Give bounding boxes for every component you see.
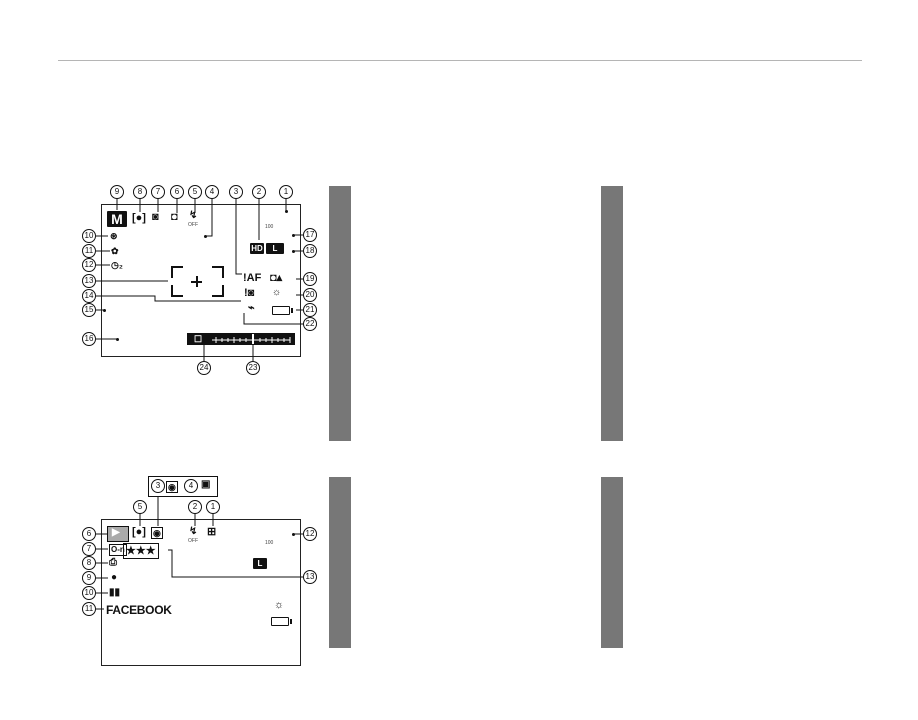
playback-mode-icon	[107, 526, 129, 542]
red-eye-icon: ◉	[166, 481, 178, 493]
flash-off-label: OFF	[188, 222, 198, 228]
exposures-remaining-dot	[285, 210, 288, 213]
shooting-callout-22: 22	[303, 317, 317, 331]
film-simulation-icon: ◘▴	[270, 272, 283, 284]
playback-wb-icon: ☼	[274, 599, 285, 611]
focus-cross-v	[196, 276, 198, 287]
focus-corner-bl	[171, 285, 183, 297]
playback-frame-dot	[292, 533, 295, 536]
shooting-callout-20: 20	[303, 288, 317, 302]
camera-shake-warning-icon: !◙	[244, 287, 255, 299]
shooting-callout-9: 9	[110, 185, 124, 199]
playback-flash-icon: ↯	[189, 526, 198, 537]
af-mode-icon: ◙	[152, 211, 159, 223]
shooting-callout-15: 15	[82, 303, 96, 317]
timer-2s-icon: ◷₂	[111, 260, 123, 270]
exposure-compensation-icon: ☐	[194, 334, 203, 344]
playback-text-bar-1	[329, 477, 351, 648]
gift-box-icon: ▣	[201, 479, 211, 490]
af-warning-icon: !AF	[243, 272, 262, 284]
playback-callout-13: 13	[303, 570, 317, 584]
focus-corner-tr	[212, 266, 224, 278]
self-timer-icon: ⊛	[110, 231, 118, 241]
exposure-compensation-bar	[187, 333, 295, 345]
photobook-icon: ▮▮	[109, 587, 121, 598]
image-size-icon: L	[266, 243, 284, 254]
voice-memo-icon: ●	[111, 572, 118, 583]
focus-corner-tl	[171, 266, 183, 278]
shooting-callout-10: 10	[82, 229, 96, 243]
focus-corner-br	[212, 285, 224, 297]
frame-indicator-dot	[204, 235, 207, 238]
hd-icon: HD	[250, 243, 264, 254]
playback-callout-9: 9	[82, 571, 96, 585]
continuous-shooting-icon: ◘	[171, 211, 178, 223]
playback-gift-icon: ⊞	[207, 526, 217, 538]
playback-size-icon: L	[253, 558, 267, 569]
shooting-mode-icon: M	[107, 211, 127, 227]
shooting-callout-6: 6	[170, 185, 184, 199]
shooting-callout-3: 3	[229, 185, 243, 199]
exposure-scale	[212, 334, 291, 344]
shooting-callout-16: 16	[82, 332, 96, 346]
rating-stars: ★★★	[123, 543, 159, 559]
playback-text-bar-2	[601, 477, 623, 648]
white-balance-icon: ☼	[272, 287, 282, 298]
shooting-callout-2: 2	[252, 185, 266, 199]
shooting-text-bar-1	[329, 186, 351, 441]
dynamic-range-dot	[292, 250, 295, 253]
playback-callout-11: 11	[82, 602, 96, 616]
shooting-callout-8: 8	[133, 185, 147, 199]
shooting-callout-13: 13	[82, 274, 96, 288]
play-triangle-icon: ▶	[112, 527, 120, 538]
battery-icon	[272, 306, 293, 315]
shooting-callout-19: 19	[303, 272, 317, 286]
macro-icon: ✿	[111, 246, 119, 256]
date-stamp-dot	[103, 309, 106, 312]
print-order-icon: ⎙	[109, 557, 117, 568]
iso-label: 100	[265, 224, 274, 230]
playback-red-eye-icon: ◉	[151, 527, 163, 539]
shooting-callout-14: 14	[82, 289, 96, 303]
protect-icon: O-n	[109, 544, 127, 556]
playback-callout-group	[148, 476, 218, 497]
shooting-callout-17: 17	[303, 228, 317, 242]
shooting-callout-1: 1	[279, 185, 293, 199]
playback-callout-1: 1	[206, 500, 220, 514]
histogram-dot	[116, 338, 119, 341]
shooting-callout-23: 23	[246, 361, 260, 375]
playback-battery-icon	[271, 617, 292, 626]
playback-face-icon: [●]	[132, 526, 146, 538]
facebook-upload-label: FACEBOOK	[106, 603, 172, 617]
playback-callout-2: 2	[188, 500, 202, 514]
top-rule	[58, 60, 862, 61]
playback-callout-6: 6	[82, 527, 96, 541]
quality-dot	[292, 234, 295, 237]
face-detection-icon: [●]	[132, 212, 146, 224]
image-stabilization-icon: ⌁	[248, 302, 255, 314]
shooting-callout-11: 11	[82, 244, 96, 258]
playback-iso-label: 100	[265, 540, 274, 546]
playback-callout-12: 12	[303, 527, 317, 541]
shooting-text-bar-2	[601, 186, 623, 441]
shooting-callout-21: 21	[303, 303, 317, 317]
playback-callout-7: 7	[82, 542, 96, 556]
playback-callout-3: 3	[151, 479, 165, 493]
playback-callout-8: 8	[82, 556, 96, 570]
playback-callout-4: 4	[184, 479, 198, 493]
shooting-callout-18: 18	[303, 244, 317, 258]
shooting-callout-12: 12	[82, 258, 96, 272]
flash-mode-icon: ↯	[189, 210, 198, 221]
shooting-callout-24: 24	[197, 361, 211, 375]
shooting-callout-5: 5	[188, 185, 202, 199]
playback-callout-10: 10	[82, 586, 96, 600]
playback-callout-5: 5	[133, 500, 147, 514]
playback-flash-off-label: OFF	[188, 538, 198, 544]
shooting-callout-7: 7	[151, 185, 165, 199]
shooting-callout-4: 4	[205, 185, 219, 199]
